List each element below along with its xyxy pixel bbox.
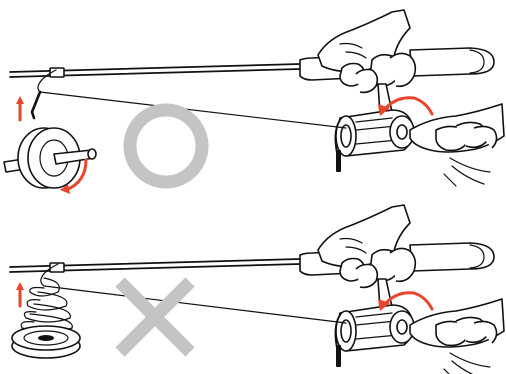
- fishing-rod-icon: [10, 205, 504, 374]
- line-spool-icon: [12, 326, 80, 358]
- incorrect-cross-icon: [120, 282, 190, 352]
- correct-circle-icon: [130, 110, 202, 182]
- panel-incorrect: [10, 205, 504, 374]
- panel-correct: [4, 10, 504, 194]
- fishing-line: [41, 264, 346, 323]
